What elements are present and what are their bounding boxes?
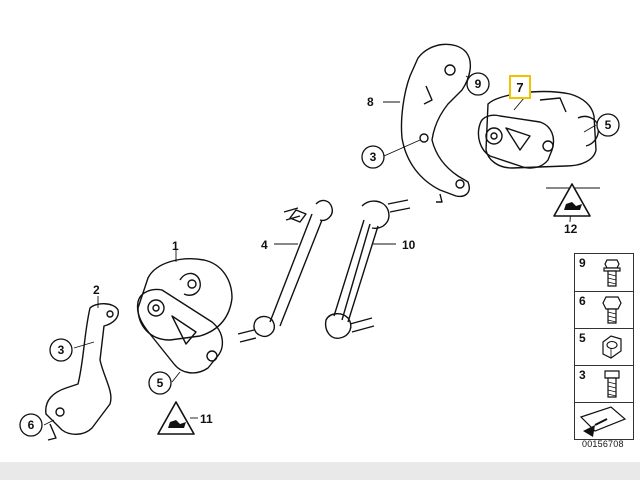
callout-labels: 1 2 4 8 10 11 12 [93, 95, 578, 426]
legend-num: 5 [579, 331, 586, 345]
flange-bolt-icon [603, 259, 621, 287]
callout-11: 11 [200, 412, 213, 426]
callout-7: 7 [516, 80, 523, 95]
callout-3-upper: 3 [370, 150, 377, 164]
reference-code: 00156708 [582, 439, 624, 449]
callout-circle-6: 6 [19, 413, 43, 437]
legend-num: 3 [579, 368, 586, 382]
screw-icon [604, 370, 620, 398]
fastener-legend: 9 6 5 3 [574, 253, 634, 440]
callout-6: 6 [28, 418, 35, 432]
callout-10: 10 [402, 238, 416, 252]
hex-bolt-icon [602, 296, 622, 324]
callout-9: 9 [475, 77, 482, 91]
callout-circle-5-upper: 5 [596, 113, 620, 137]
callout-3-lower: 3 [58, 343, 65, 357]
warning-triangle-11 [157, 401, 195, 435]
callout-1: 1 [172, 239, 179, 253]
callout-2: 2 [93, 283, 100, 297]
callout-circle-3-lower: 3 [49, 338, 73, 362]
legend-num: 6 [579, 294, 586, 308]
leader-lines [43, 75, 600, 426]
callout-4: 4 [261, 238, 268, 252]
hex-nut-icon [602, 335, 622, 359]
legend-cell-hex-nut[interactable]: 5 [575, 328, 633, 365]
legend-cell-flange-bolt[interactable]: 9 [575, 254, 633, 290]
highlighted-callout-7[interactable]: 7 [509, 75, 531, 99]
upper-level-sensor-part [477, 90, 600, 169]
lower-bracket-part [45, 303, 119, 441]
upper-bracket-part [400, 43, 472, 203]
arrow-pointer-icon [579, 406, 627, 437]
legend-num: 9 [579, 256, 586, 270]
callout-circle-5-lower: 5 [148, 371, 172, 395]
legend-cell-screw[interactable]: 3 [575, 365, 633, 402]
callout-12: 12 [564, 222, 578, 236]
lower-level-sensor-part [136, 258, 233, 374]
callout-circle-9: 9 [466, 72, 490, 96]
long-linkage-rod-part [324, 199, 411, 339]
parts-diagram: 1 2 4 8 10 11 12 9 3 5 3 5 6 [19, 43, 620, 441]
legend-cell-hex-bolt[interactable]: 6 [575, 291, 633, 328]
callout-8: 8 [367, 95, 374, 109]
callout-5-lower: 5 [157, 376, 164, 390]
warning-triangle-12 [553, 183, 591, 217]
legend-cell-arrow[interactable] [575, 402, 633, 439]
footer-bar [0, 462, 640, 480]
callout-5-upper: 5 [605, 118, 612, 132]
callout-circle-3-upper: 3 [361, 145, 385, 169]
circled-callouts: 9 3 5 3 5 6 [19, 72, 620, 437]
linkage-rod-part [237, 199, 334, 343]
